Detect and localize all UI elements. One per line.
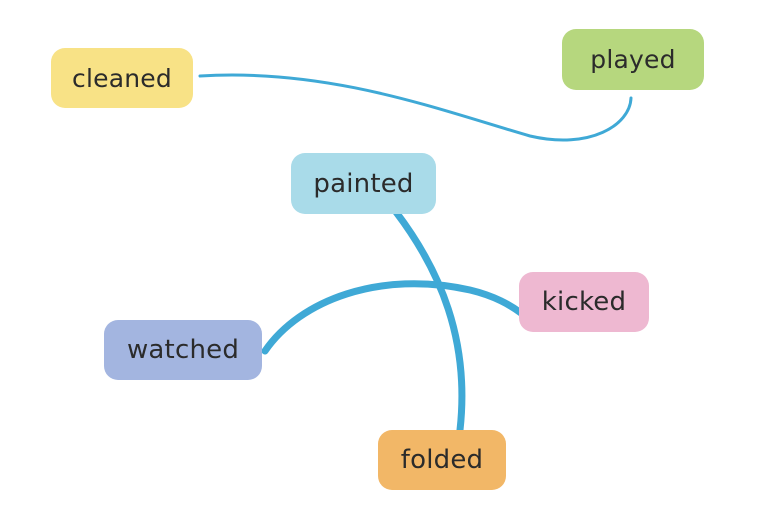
word-card-folded[interactable]: folded <box>378 430 506 490</box>
word-label: played <box>590 45 676 74</box>
word-label: kicked <box>541 287 627 317</box>
link-painted-folded <box>392 208 466 434</box>
word-label: folded <box>400 445 484 475</box>
word-card-painted[interactable]: painted <box>291 153 436 214</box>
word-card-kicked[interactable]: kicked <box>519 272 649 332</box>
word-card-cleaned[interactable]: cleaned <box>51 48 193 108</box>
link-cleaned-played <box>198 73 633 142</box>
word-label: watched <box>126 335 240 365</box>
word-label: cleaned <box>72 63 172 93</box>
word-card-watched[interactable]: watched <box>104 320 262 380</box>
link-watched-kicked <box>261 280 525 355</box>
word-card-played[interactable]: played <box>562 29 704 90</box>
word-label: painted <box>313 168 414 199</box>
